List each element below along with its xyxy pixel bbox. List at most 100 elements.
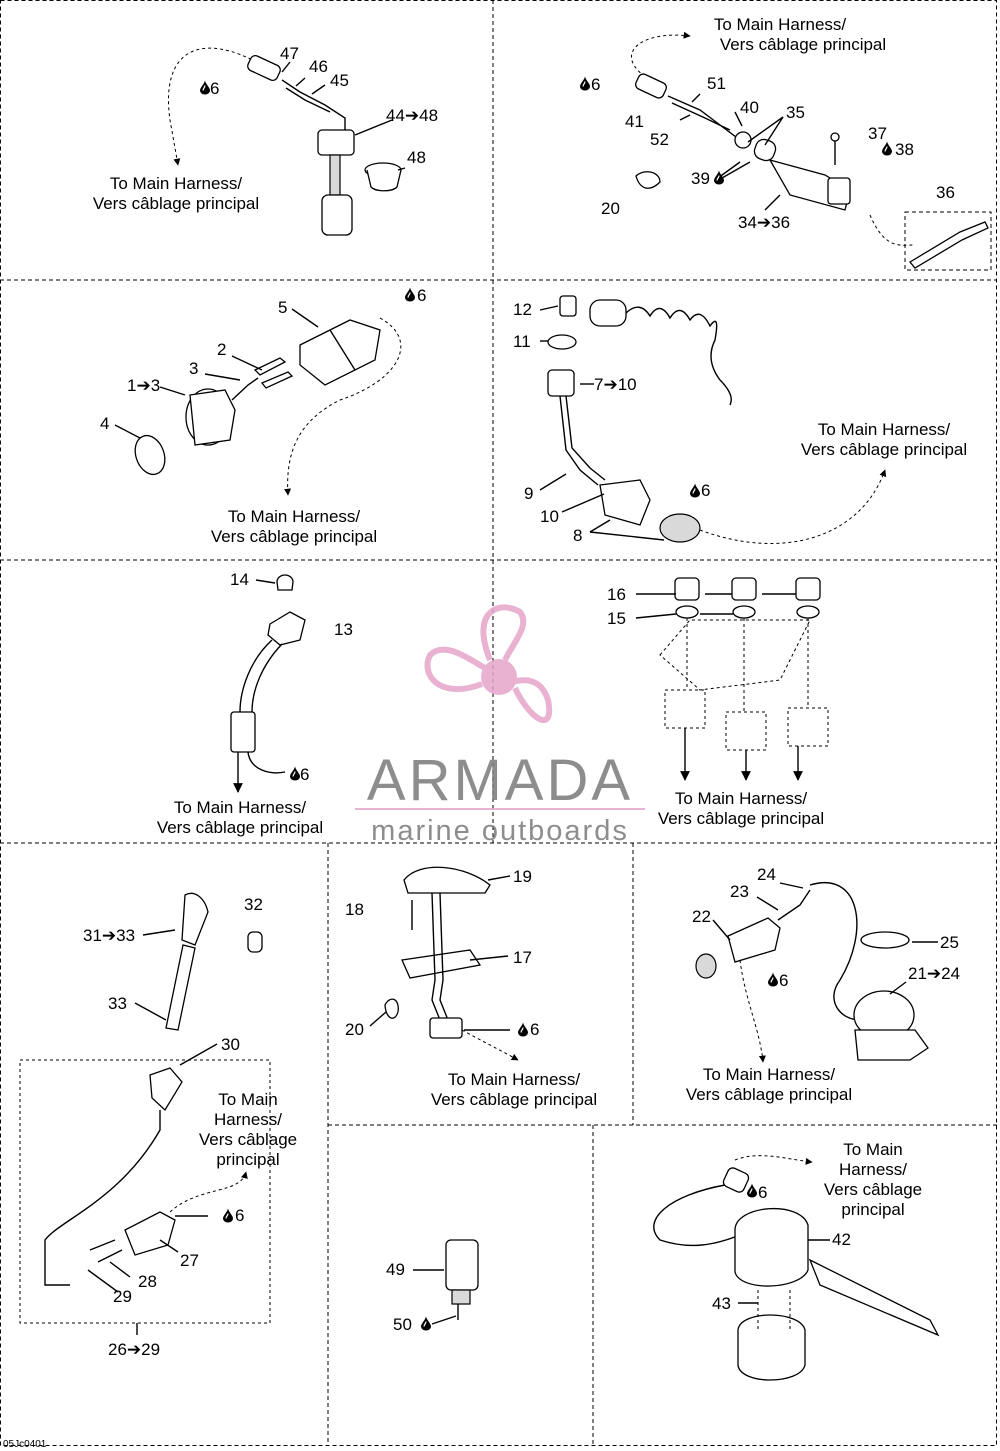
sensor-float [321,194,353,236]
cable-tie-20 [635,171,661,189]
harness-label-line-1: To Main [218,1090,278,1109]
base-17 [401,949,482,979]
harness-label-en: To Main Harness/ [714,15,847,34]
connector-8 [599,479,651,526]
watermark-tagline: marine outboards [371,815,629,847]
harness-label-en: To Main Harness/ [818,420,951,439]
harness-label-en: To Main Harness/ [110,174,243,193]
pump-42 [734,1207,809,1287]
cap-12 [559,295,577,317]
harness-label-fr: Vers câblage principal [431,1090,597,1109]
panel-light-17-20 [369,866,528,1061]
callout-6-p7: 6 [235,1206,244,1225]
connector-47 [247,54,281,82]
callout-46: 46 [309,57,328,76]
callout-10: 10 [540,507,559,526]
panel-lanyard-7-12 [539,295,887,544]
harness-label-fr: Vers câblage principal [157,818,323,837]
callout-19: 19 [513,867,532,886]
connector-22 [727,917,781,963]
panel-connector-1-5 [114,287,415,496]
callout-16: 16 [607,585,626,604]
harness-label-en: To Main Harness/ [675,789,808,808]
callout-34-36: 34➔36 [738,213,790,232]
boot [659,513,701,543]
callout-4: 4 [100,414,109,433]
callout-2: 2 [217,340,226,359]
connector-41 [635,73,667,99]
callout-29: 29 [113,1287,132,1306]
sensor-head [317,129,355,156]
o-ring-25 [860,931,910,949]
callout-42: 42 [832,1230,851,1249]
callout-44-48: 44➔48 [386,106,438,125]
panel-light-pole-26-33 [19,892,271,1335]
callout-6: 6 [210,79,219,98]
panel-switch-13-14 [230,574,306,793]
callout-6-p11: 6 [758,1183,767,1202]
callout-52: 52 [650,130,669,149]
figure-code: 05Jc0401 [3,1439,47,1450]
panel-pump-42-43 [653,1155,940,1381]
callout-18: 18 [345,900,364,919]
sender-49 [445,1239,479,1291]
harness-label-line-3: Vers câblage [824,1180,922,1199]
panel-horn-21-25 [695,882,938,1063]
callout-6-p4: 6 [701,481,710,500]
switch-13 [267,611,306,646]
connector-27 [124,1211,176,1256]
callout-23: 23 [730,882,749,901]
callout-6-p2: 6 [591,75,600,94]
connector-42 [722,1167,750,1193]
washer-11 [547,334,577,350]
callout-37: 37 [868,124,887,143]
harness-label-fr: Vers câblage principal [658,809,824,828]
connector-17 [429,1017,463,1039]
seal-22 [695,953,717,979]
callout-28: 28 [138,1272,157,1291]
harness-label-fr: Vers câblage principal [720,35,886,54]
callout-47: 47 [280,44,299,63]
callout-5: 5 [278,298,287,317]
lens-31 [181,892,209,946]
callout-30: 30 [221,1035,240,1054]
callout-17: 17 [513,948,532,967]
callout-49: 49 [386,1260,405,1279]
harness-label-fr: Vers câblage principal [686,1085,852,1104]
harness-label-en: To Main Harness/ [228,507,361,526]
panel-sender-49-50 [413,1239,479,1331]
base-30 [149,1067,183,1112]
panel-rocker-15-16 [635,577,829,781]
knob-16c [795,577,821,601]
housing-5 [299,319,381,386]
harness-label-en: To Main Harness/ [703,1065,836,1084]
harness-label-line-4: principal [841,1200,904,1219]
callout-48: 48 [407,148,426,167]
callout-3: 3 [189,359,198,378]
panel-switch-34-41 [580,31,992,271]
callout-50: 50 [393,1315,412,1334]
switch-7 [547,369,575,397]
callout-20-p2: 20 [601,199,620,218]
callout-7-10: 7➔10 [594,375,637,394]
harness-label-line-2: Harness/ [839,1160,907,1179]
callout-6-p9: 6 [779,971,788,990]
callout-35: 35 [786,103,805,122]
callout-12: 12 [513,300,532,319]
callout-15: 15 [607,609,626,628]
knob-16b [731,577,757,601]
callout-31-33: 31➔33 [83,926,135,945]
harness-label-fr: Vers câblage principal [93,194,259,213]
callout-22: 22 [692,907,711,926]
callout-6-p8: 6 [530,1020,539,1039]
callout-9: 9 [524,484,533,503]
callout-36: 36 [936,183,955,202]
lens-19 [403,866,491,894]
callout-33: 33 [108,994,127,1013]
lanyard-clip [589,299,627,327]
harness-label-fr: Vers câblage principal [801,440,967,459]
callout-39: 39 [691,169,710,188]
callout-14: 14 [230,570,249,589]
pump-hose [808,1258,940,1337]
